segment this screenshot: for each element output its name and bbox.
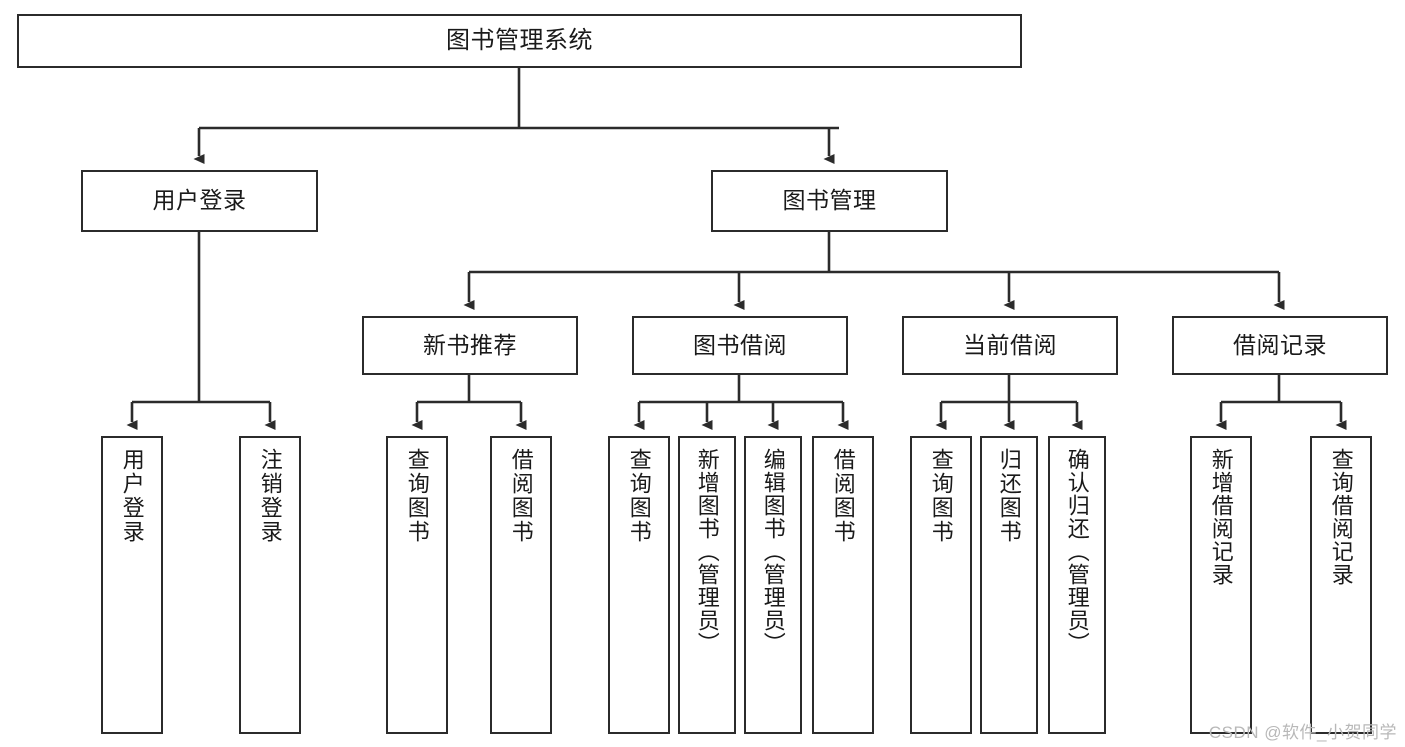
node-leaf-return-book-label: 归还图书 <box>996 448 1022 544</box>
node-leaf-confirm-return-label: 确认归还（管理员） <box>1064 448 1090 655</box>
node-leaf-user-login[interactable]: 用户登录 <box>101 436 163 734</box>
node-current-borrow-label: 当前借阅 <box>963 331 1057 358</box>
node-book-manage-label: 图书管理 <box>782 187 877 214</box>
node-leaf-query-book-1[interactable]: 查询图书 <box>386 436 448 734</box>
node-book-manage[interactable]: 图书管理 <box>711 170 948 232</box>
node-book-borrow[interactable]: 图书借阅 <box>632 316 848 375</box>
node-leaf-query-record-label: 查询借阅记录 <box>1328 448 1354 586</box>
node-leaf-query-book-2-label: 查询图书 <box>626 448 652 544</box>
node-root[interactable]: 图书管理系统 <box>17 14 1022 68</box>
node-leaf-borrow-book-1[interactable]: 借阅图书 <box>490 436 552 734</box>
node-leaf-edit-book[interactable]: 编辑图书（管理员） <box>744 436 802 734</box>
node-user-login[interactable]: 用户登录 <box>81 170 318 232</box>
node-new-book-rec-label: 新书推荐 <box>423 331 517 358</box>
node-leaf-add-record[interactable]: 新增借阅记录 <box>1190 436 1252 734</box>
watermark-text: CSDN @软件_小贺同学 <box>1208 723 1397 742</box>
node-leaf-query-book-2[interactable]: 查询图书 <box>608 436 670 734</box>
node-leaf-user-logout[interactable]: 注销登录 <box>239 436 301 734</box>
node-leaf-add-book-label: 新增图书（管理员） <box>694 448 720 655</box>
node-leaf-query-record[interactable]: 查询借阅记录 <box>1310 436 1372 734</box>
node-borrow-record-label: 借阅记录 <box>1233 331 1327 358</box>
node-user-login-label: 用户登录 <box>152 187 247 214</box>
node-leaf-borrow-book-2-label: 借阅图书 <box>830 448 856 544</box>
node-current-borrow[interactable]: 当前借阅 <box>902 316 1118 375</box>
node-leaf-user-login-label: 用户登录 <box>119 448 145 544</box>
node-root-label: 图书管理系统 <box>446 26 593 54</box>
node-leaf-add-record-label: 新增借阅记录 <box>1208 448 1234 586</box>
node-leaf-return-book[interactable]: 归还图书 <box>980 436 1038 734</box>
node-borrow-record[interactable]: 借阅记录 <box>1172 316 1388 375</box>
node-new-book-rec[interactable]: 新书推荐 <box>362 316 578 375</box>
node-leaf-borrow-book-1-label: 借阅图书 <box>508 448 534 544</box>
node-leaf-confirm-return[interactable]: 确认归还（管理员） <box>1048 436 1106 734</box>
node-book-borrow-label: 图书借阅 <box>693 331 787 358</box>
node-leaf-user-logout-label: 注销登录 <box>257 448 283 544</box>
node-leaf-query-book-3[interactable]: 查询图书 <box>910 436 972 734</box>
node-leaf-query-book-1-label: 查询图书 <box>404 448 430 544</box>
node-leaf-add-book[interactable]: 新增图书（管理员） <box>678 436 736 734</box>
node-leaf-borrow-book-2[interactable]: 借阅图书 <box>812 436 874 734</box>
node-leaf-query-book-3-label: 查询图书 <box>928 448 954 544</box>
node-leaf-edit-book-label: 编辑图书（管理员） <box>760 448 786 655</box>
